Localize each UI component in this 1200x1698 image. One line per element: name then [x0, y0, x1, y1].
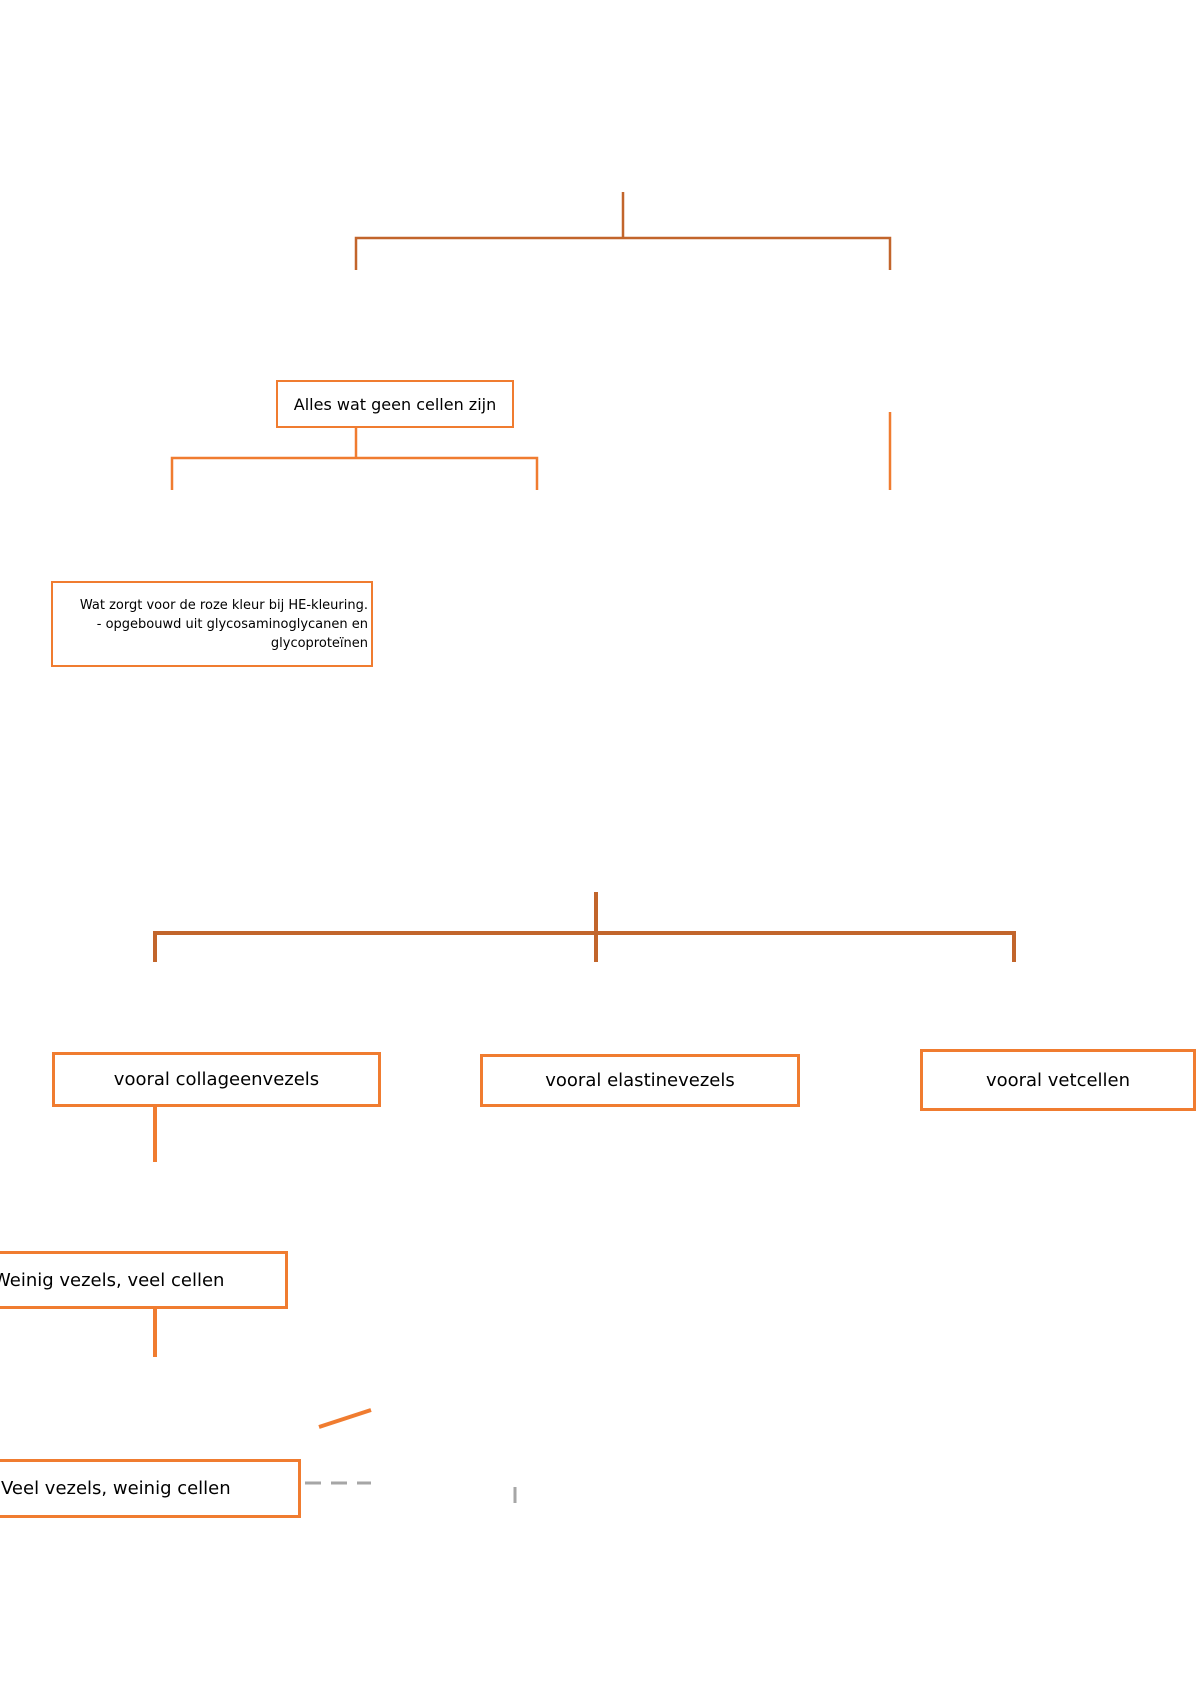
- connector-matrix-bracket: [170, 456, 539, 490]
- node-weinig-vezels-veel-cellen: Weinig vezels, veel cellen: [0, 1251, 288, 1309]
- node-veel-vezels-weinig-cellen: Veel vezels, weinig cellen: [0, 1459, 301, 1518]
- node-vooral-vetcellen: vooral vetcellen: [920, 1049, 1196, 1111]
- node-label: Veel vezels, weinig cellen: [1, 1478, 231, 1499]
- node-alles-wat-geen-cellen: Alles wat geen cellen zijn: [276, 380, 514, 428]
- note-line-1: Wat zorgt voor de roze kleur bij HE-kleu…: [79, 597, 368, 613]
- node-label: vooral vetcellen: [985, 1069, 1131, 1091]
- note-line-2: - opgebouwd uit glycosaminoglycanen en: [96, 616, 368, 632]
- connector-lower-bracket: [153, 931, 1016, 962]
- node-label: vooral collageenvezels: [113, 1069, 320, 1090]
- node-vooral-collageenvezels: vooral collageenvezels: [52, 1052, 381, 1107]
- node-label: Weinig vezels, veel cellen: [0, 1269, 225, 1291]
- node-grondsubstantie-note: Wat zorgt voor de roze kleur bij HE-kleu…: [51, 581, 373, 667]
- connector-top-bracket: [354, 236, 892, 270]
- connector-diagonal: [318, 1408, 372, 1429]
- node-label: vooral elastinevezels: [545, 1070, 735, 1091]
- node-vooral-elastinevezels: vooral elastinevezels: [480, 1054, 800, 1107]
- node-label: Alles wat geen cellen zijn: [293, 394, 497, 414]
- note-line-3: glycoproteïnen: [270, 635, 368, 651]
